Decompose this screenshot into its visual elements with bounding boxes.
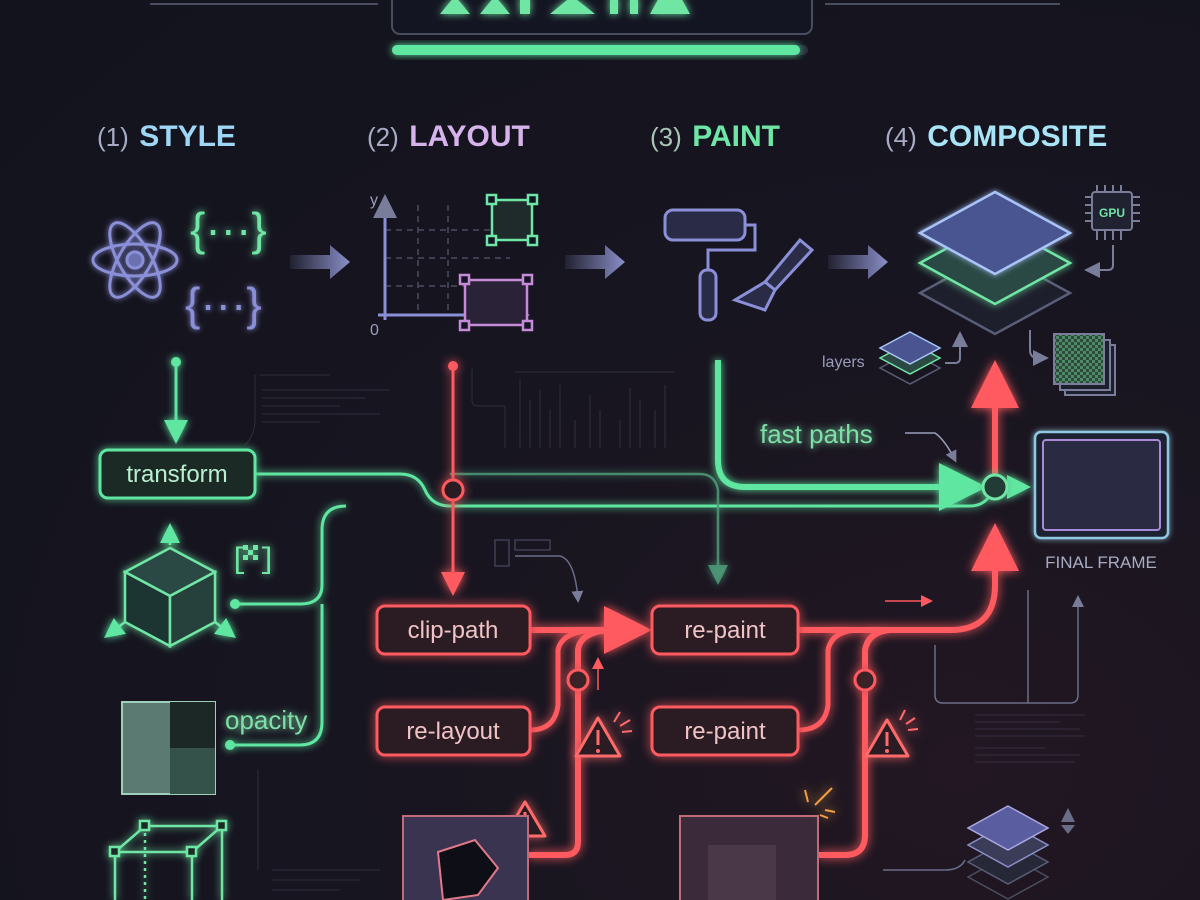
layer-stack-small-icon: [966, 805, 1050, 900]
svg-text:[: [: [230, 544, 248, 578]
stage-4-heading: (4) COMPOSITE: [885, 120, 1107, 153]
node-re-paint-secondary[interactable]: re-paint: [650, 705, 800, 757]
layers-label: layers: [822, 354, 865, 371]
background-notes: [244, 368, 1085, 891]
flow-arrow-layout-to-paint: [565, 245, 625, 279]
axis-origin-label: 0: [370, 322, 379, 339]
node-re-paint-primary-label: re-paint: [684, 617, 766, 644]
stage-headings: (1) STYLE (2) LAYOUT (3) PAINT (4) COMPO…: [97, 120, 1107, 153]
gpu-chip-icon: GPU: [1085, 185, 1140, 240]
final-frame-label: FINAL FRAME: [1045, 553, 1157, 572]
gpu-to-layers-arrow: [1084, 245, 1114, 278]
fast-paths-pointer: [905, 432, 957, 463]
repaint-preview: [679, 815, 819, 900]
tiles-icon: [1053, 333, 1116, 396]
svg-text:]: ]: [258, 544, 276, 578]
helper-arrows: [515, 555, 1084, 871]
up-down-arrow-icon: [1061, 808, 1075, 834]
stage-3-heading: (3) PAINT: [650, 120, 780, 153]
braces-icon-green: {···}: [190, 203, 267, 255]
flow-arrow-paint-to-composite: [828, 245, 888, 279]
junction-node-repaint: [853, 668, 877, 692]
warning-icon-2: [864, 709, 919, 758]
node-transform-label: transform: [126, 461, 227, 488]
opacity-swatch-icon: [121, 701, 216, 795]
progress-bar: [392, 45, 800, 55]
gpu-label: GPU: [1099, 206, 1125, 220]
paint-roller-icon: [663, 208, 757, 322]
header: [150, 0, 1060, 55]
node-clip-path[interactable]: clip-path: [375, 604, 532, 656]
doc-mini-icon: [494, 539, 551, 567]
clip-path-preview: [402, 815, 529, 900]
cube-transform-icon: [104, 523, 236, 649]
title-glyphs: [440, 0, 690, 14]
stage-1-heading: (1) STYLE: [97, 120, 236, 153]
junction-node-relayout: [566, 668, 590, 692]
node-clip-path-label: clip-path: [408, 617, 499, 644]
to-tiles-arrow: [1029, 330, 1049, 366]
sparks-icon: [804, 787, 836, 819]
fast-path-lines: [164, 357, 1031, 750]
layers-up-arrow: [945, 331, 968, 364]
node-re-paint-primary[interactable]: re-paint: [650, 604, 800, 656]
node-re-layout-label: re-layout: [406, 718, 500, 745]
fast-paths-label: fast paths: [760, 419, 873, 449]
node-re-layout[interactable]: re-layout: [375, 705, 532, 757]
layer-stack-icon: [917, 190, 1073, 336]
flow-arrow-style-to-layout: [290, 245, 350, 279]
warning-icon-1: [574, 711, 633, 758]
stage-2-heading: (2) LAYOUT: [367, 120, 530, 153]
braces-icon-blue: {···}: [185, 278, 262, 330]
node-re-paint-secondary-label: re-paint: [684, 718, 766, 745]
bounding-box-icon-pink: [458, 273, 534, 332]
axis-y-label: y: [370, 192, 378, 209]
matrix-icon: [ ]: [230, 544, 276, 578]
bounding-box-icon-green: [485, 193, 539, 247]
wireframe-box-icon: [108, 819, 228, 900]
node-transform[interactable]: transform: [98, 448, 257, 500]
junction-node-layout: [441, 478, 465, 502]
final-frame-icon: [1033, 430, 1170, 540]
atom-icon: [91, 221, 179, 299]
slow-path-lines: [441, 360, 1019, 858]
layers-mini-icon: [878, 331, 942, 385]
node-opacity-label[interactable]: opacity: [225, 705, 307, 735]
paintbrush-icon: [731, 237, 815, 312]
merge-node: [981, 473, 1009, 501]
